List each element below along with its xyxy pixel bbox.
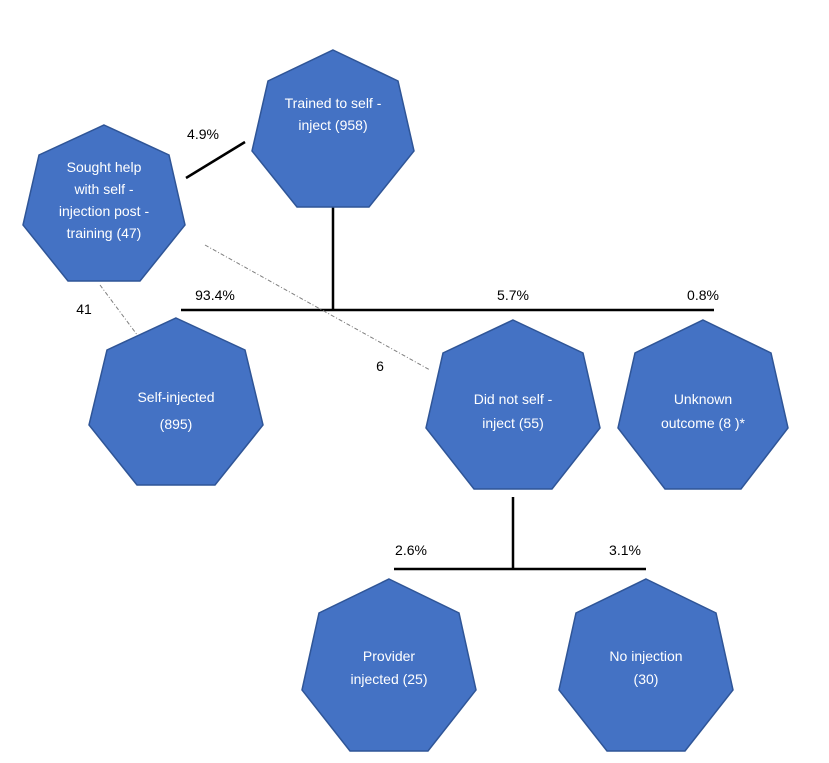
node-sought-label-2: with self - [73, 181, 133, 197]
node-sought-label-3: injection post - [59, 203, 150, 219]
label-sought-pct: 4.9% [187, 126, 219, 142]
node-sought-label-1: Sought help [67, 159, 142, 175]
label-count-41: 41 [76, 301, 92, 317]
node-provider-label-1: Provider [363, 648, 415, 664]
node-self-injected [88, 317, 264, 486]
label-self-injected-pct: 93.4% [195, 287, 235, 303]
node-trained-to-self-inject [251, 49, 415, 208]
node-unknown-outcome [617, 319, 789, 490]
node-did-not-label-1: Did not self - [474, 391, 553, 407]
node-unknown-label-2: outcome (8 )* [661, 415, 746, 431]
label-did-not-pct: 5.7% [497, 287, 529, 303]
node-sought-help [22, 124, 186, 282]
node-self-injected-label-1: Self-injected [137, 389, 214, 405]
dashed-sought-to-self-injected [99, 284, 139, 337]
node-did-not-self-inject [425, 319, 601, 490]
node-no-injection-label-2: (30) [634, 671, 659, 687]
node-did-not-label-2: inject (55) [482, 415, 543, 431]
label-unknown-pct: 0.8% [687, 287, 719, 303]
node-provider-injected [301, 578, 477, 752]
label-provider-pct: 2.6% [395, 542, 427, 558]
connector-sought-to-trained [185, 140, 246, 180]
dashed-sought-to-did-not [204, 244, 431, 371]
node-trained-label-1: Trained to self - [285, 95, 382, 111]
label-no-injection-pct: 3.1% [609, 542, 641, 558]
node-trained-label-2: inject (958) [298, 117, 367, 133]
node-sought-label-4: training (47) [67, 225, 142, 241]
label-count-6: 6 [376, 358, 384, 374]
node-no-injection-label-1: No injection [609, 648, 682, 664]
node-self-injected-label-2: (895) [160, 416, 193, 432]
node-unknown-label-1: Unknown [674, 391, 732, 407]
node-no-injection [558, 578, 734, 752]
node-provider-label-2: injected (25) [350, 671, 427, 687]
